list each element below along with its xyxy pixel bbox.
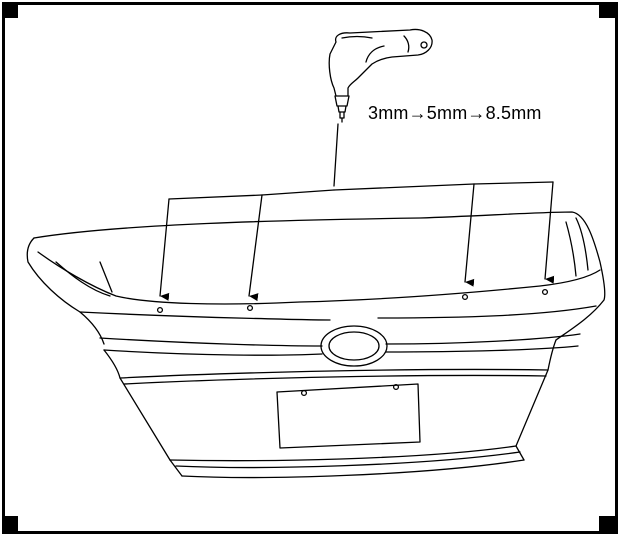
emblem bbox=[320, 325, 388, 367]
mount-hole bbox=[392, 383, 400, 391]
mount-hole bbox=[156, 306, 164, 314]
license-plate-recess bbox=[276, 383, 421, 449]
drill-leader-line bbox=[333, 123, 339, 187]
drill-icon bbox=[328, 28, 433, 123]
mount-hole bbox=[461, 293, 469, 301]
frame-corner-bottom-right bbox=[599, 516, 615, 532]
mount-hole bbox=[300, 389, 308, 397]
arrow-icon bbox=[159, 181, 555, 302]
frame-corner-top-left bbox=[2, 2, 18, 18]
frame-corner-top-right bbox=[599, 2, 615, 18]
mount-hole bbox=[541, 288, 549, 296]
mount-hole bbox=[246, 304, 254, 312]
frame-corner-bottom-left bbox=[2, 516, 18, 532]
drill-sequence-label: 3mm→5mm→8.5mm bbox=[368, 103, 542, 123]
